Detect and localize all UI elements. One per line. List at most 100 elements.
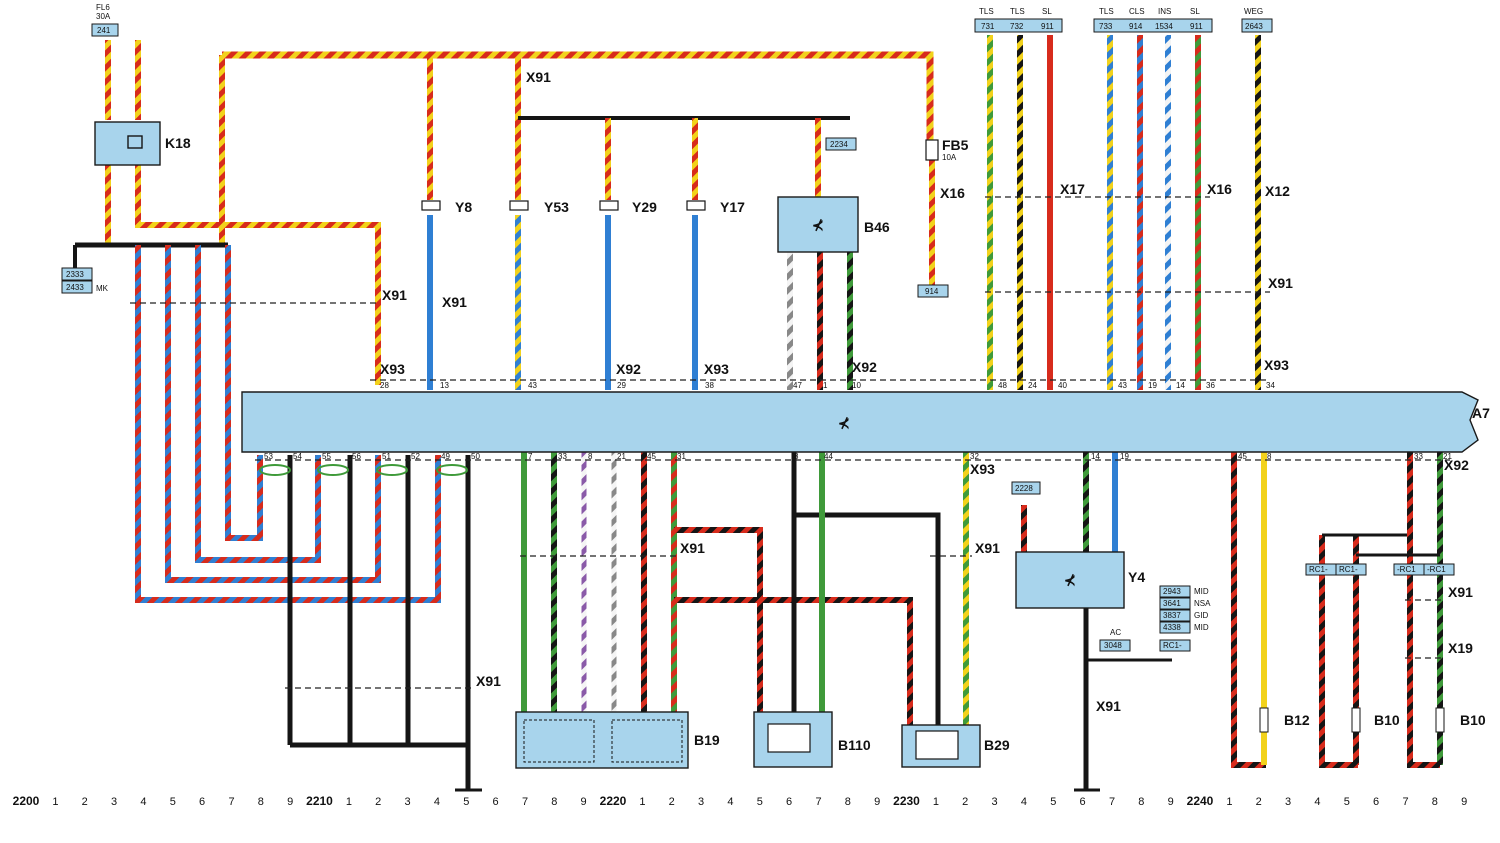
- signal-label-tls-2: TLS: [1010, 7, 1025, 16]
- module-a7-body: [241, 391, 1479, 453]
- temperature-sensor-icon: [1259, 707, 1269, 733]
- ref-1534: 1534: [1155, 22, 1173, 31]
- pin-label: 14: [1176, 381, 1185, 390]
- variant-code: 2943: [1163, 587, 1181, 596]
- ac-label: AC: [1110, 628, 1121, 637]
- ref-box-rc1b: [1335, 563, 1367, 576]
- variant-name: MID: [1194, 623, 1209, 632]
- connector-x19: X19: [1448, 640, 1473, 656]
- pin-label: 56: [352, 452, 361, 461]
- pin-label: 43: [1118, 381, 1127, 390]
- ref-box-2234: [825, 137, 857, 151]
- ref-box-2333: [61, 267, 93, 281]
- pin-label: 55: [322, 452, 331, 461]
- variant-code: 3837: [1163, 611, 1181, 620]
- b46-transistor-icon: ⊀: [812, 217, 824, 233]
- ruler-label: 5: [463, 796, 469, 808]
- ruler-label: 6: [493, 796, 499, 808]
- relay-k18-label: K18: [165, 135, 191, 151]
- ruler-label: 3: [992, 796, 998, 808]
- pin-label: 21: [617, 452, 626, 461]
- temperature-sensor-icon: [1351, 707, 1361, 733]
- pin-label: 47: [793, 381, 802, 390]
- variant-code-box: [1159, 609, 1191, 622]
- pin-label: 54: [293, 452, 302, 461]
- ruler-label: 2: [375, 796, 381, 808]
- pin-label: 45: [1238, 452, 1247, 461]
- fuse-fb5-rating: 10A: [942, 153, 957, 162]
- ref-rc1a: RC1-: [1309, 565, 1328, 574]
- module-b19: [515, 711, 689, 769]
- module-b12-label: B12: [1284, 712, 1310, 728]
- variant-code: 3641: [1163, 599, 1181, 608]
- valve-y8: Y8: [421, 199, 472, 215]
- ref-911b: 911: [1190, 22, 1203, 31]
- signal-box-group-1: [974, 18, 1063, 33]
- valve-y17: Y17: [686, 199, 745, 215]
- b19-sensor-1-icon: [523, 719, 595, 763]
- ref-box-2433: [61, 280, 93, 294]
- module-b46-label: B46: [864, 219, 890, 235]
- wire-rb-4: [225, 245, 263, 541]
- wire-b110-red: [674, 527, 763, 712]
- connector-x16-a: X16: [940, 185, 965, 201]
- pin-label: 14: [1091, 452, 1100, 461]
- module-b10b-label: B10: [1460, 712, 1486, 728]
- signal-label-sl-2: SL: [1190, 7, 1200, 16]
- module-b46: [777, 196, 859, 253]
- valve-y53-label: Y53: [544, 199, 569, 215]
- variant-name: GID: [1194, 611, 1208, 620]
- connector-x93-b: X93: [704, 361, 729, 377]
- signal-box-2643: [1241, 18, 1273, 33]
- pin-label: 21: [1443, 452, 1452, 461]
- ruler-major-label: 2230: [893, 794, 920, 808]
- pin-label: 8: [588, 452, 593, 461]
- pressure-sensor-icon: [915, 730, 959, 760]
- wire-b10a-loop: [1319, 535, 1358, 768]
- module-y4: [1015, 551, 1125, 609]
- module-b19-label: B19: [694, 732, 720, 748]
- valve-y29: Y29: [599, 199, 657, 215]
- ruler-label: 8: [551, 796, 557, 808]
- twisted-pair-icon: [436, 464, 468, 476]
- variant-code-box: [1159, 597, 1191, 610]
- pin-label: 7: [528, 452, 533, 461]
- b19-sensor-2-icon: [611, 719, 683, 763]
- ruler-major-label: 2210: [306, 794, 333, 808]
- wire-rb-2: [165, 245, 381, 583]
- ruler-label: 1: [933, 796, 939, 808]
- connector-x93-c: X93: [1264, 357, 1289, 373]
- module-y4-label: Y4: [1128, 569, 1145, 585]
- module-b29-label: B29: [984, 737, 1010, 753]
- ref-914b: 914: [1129, 22, 1143, 31]
- ruler-label: 8: [258, 796, 264, 808]
- connector-x91-b: X91: [442, 294, 467, 310]
- ruler-label: 4: [1314, 796, 1320, 808]
- pin-label: 8: [1267, 452, 1272, 461]
- wire-rb-3: [195, 245, 321, 563]
- ruler-label: 3: [698, 796, 704, 808]
- valve-y53: Y53: [509, 199, 569, 215]
- connector-x17: X17: [1060, 181, 1085, 197]
- connector-x16-b: X16: [1207, 181, 1232, 197]
- ruler-label: 9: [581, 796, 587, 808]
- ruler-label: 1: [346, 796, 352, 808]
- wire-k18-out-2: [135, 165, 381, 385]
- ruler-label: 6: [199, 796, 205, 808]
- wire-b110-red2: [674, 597, 913, 725]
- fuse-fb5-icon: [925, 139, 939, 161]
- ruler-label: 9: [287, 796, 293, 808]
- a7-upper-pins: 28 13 43 29 38 47 1 10 48 24 40 43 19 14…: [380, 381, 1275, 390]
- ruler-label: 6: [1373, 796, 1379, 808]
- ruler-label: 7: [228, 796, 234, 808]
- module-b110-label: B110: [838, 737, 871, 753]
- valve-y17-label: Y17: [720, 199, 745, 215]
- wire-b12-45: [1231, 452, 1266, 768]
- ruler-label: 4: [434, 796, 440, 808]
- pin-label: 43: [528, 381, 537, 390]
- twisted-pair-icon: [376, 464, 408, 476]
- connector-x91-i: X91: [1448, 584, 1473, 600]
- pin-label: 53: [264, 452, 273, 461]
- ref-2228: 2228: [1015, 484, 1033, 493]
- ref-box-rc1d: [1423, 563, 1455, 576]
